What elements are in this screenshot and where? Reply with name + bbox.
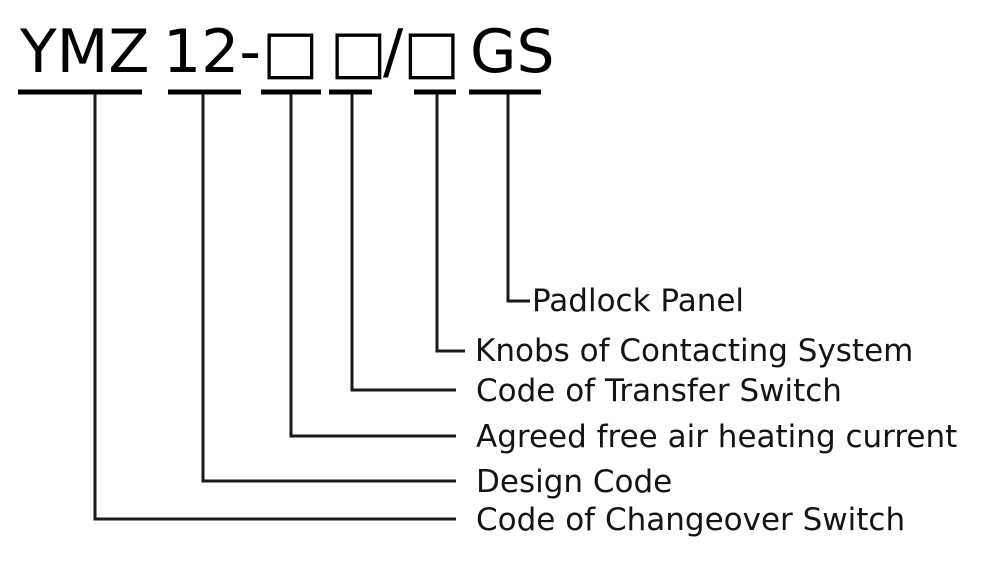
leader-transfer	[350, 94, 456, 392]
code-segment-ymz: YMZ	[19, 17, 150, 87]
callout-label-heating: Agreed free air heating current	[476, 419, 957, 455]
leader-heating	[289, 94, 456, 438]
code-segment-12: 12-	[163, 17, 261, 87]
callout-label-knobs: Knobs of Contacting System	[475, 333, 913, 369]
callout-label-transfer: Code of Transfer Switch	[476, 373, 842, 409]
leader-padlock	[506, 94, 530, 303]
code-segment-gs: GS	[470, 17, 555, 87]
code-segment-box-heating: □	[262, 17, 319, 87]
leader-design	[201, 94, 456, 483]
callout-label-changeover: Code of Changeover Switch	[476, 502, 905, 538]
code-segment-box-transfer: □	[330, 17, 387, 87]
leader-knobs	[435, 94, 465, 353]
leader-changeover	[93, 94, 456, 521]
callout-label-padlock: Padlock Panel	[532, 283, 744, 319]
code-segment-slash-box-knobs: /□	[383, 17, 460, 87]
callout-label-design: Design Code	[476, 464, 672, 500]
